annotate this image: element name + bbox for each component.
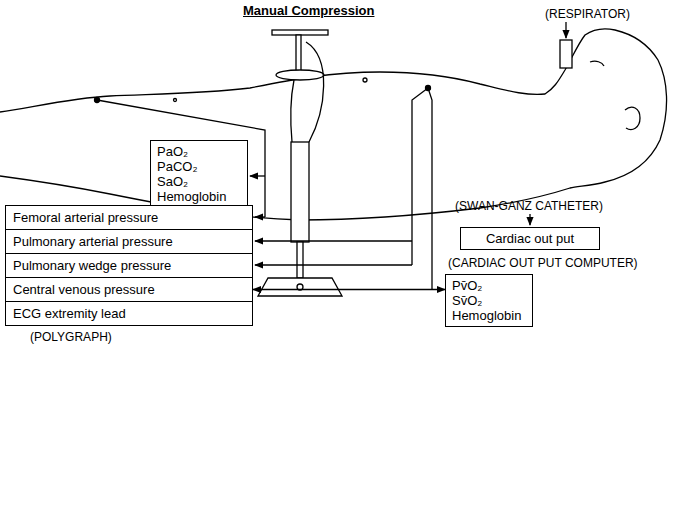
polygraph-row: Central venous pressure: [5, 277, 253, 302]
node-text: Pulmonary arterial pressure: [13, 234, 173, 249]
node-text: ECG extremity lead: [13, 306, 126, 321]
node-text: Sv̄O₂: [452, 293, 526, 308]
node-text: Femoral arterial pressure: [13, 210, 158, 225]
polygraph-row: Pulmonary wedge pressure: [5, 253, 253, 278]
node-text: SaO₂: [157, 174, 241, 189]
node-text: Cardiac out put: [467, 231, 593, 246]
polygraph-label: (POLYGRAPH): [30, 330, 112, 344]
blood-gas-box: PaO₂PaCO₂SaO₂Hemoglobin: [150, 140, 248, 208]
cardiac-output-box: Cardiac out put: [460, 227, 600, 250]
node-text: PaCO₂: [157, 159, 241, 174]
node-text: Pulmonary wedge pressure: [13, 258, 171, 273]
device-label: Manual Compression: [243, 4, 374, 18]
node-text: Hemoglobin: [157, 189, 241, 204]
computer-label: (CARDIAC OUT PUT COMPUTER): [448, 256, 638, 270]
venous-gas-box: Pv̄O₂Sv̄O₂Hemoglobin: [445, 274, 533, 327]
node-text: Pv̄O₂: [452, 278, 526, 293]
node-text: PaO₂: [157, 144, 241, 159]
node-text: Central venous pressure: [13, 282, 155, 297]
polygraph-row: Femoral arterial pressure: [5, 205, 253, 230]
connector-arrow: [253, 289, 445, 290]
respirator-label: (RESPIRATOR): [545, 7, 630, 21]
node-text: Hemoglobin: [452, 308, 526, 323]
polygraph-row: Pulmonary arterial pressure: [5, 229, 253, 254]
catheter-label: (SWAN-GANZ CATHETER): [455, 199, 603, 213]
polygraph-row: ECG extremity lead: [5, 301, 253, 326]
